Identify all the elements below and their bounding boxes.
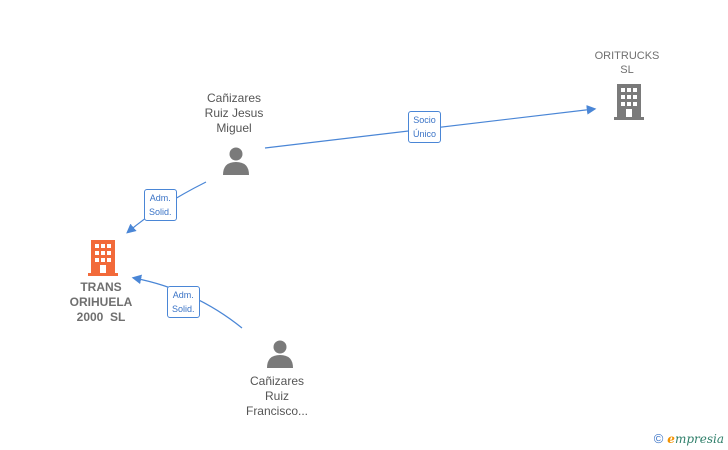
edge-badge-line-2: Único [413, 129, 437, 139]
building-icon[interactable] [88, 240, 118, 276]
brand-initial: e [667, 431, 675, 446]
copyright-icon: © [653, 431, 664, 446]
person-francisco-line-2: Ruiz [264, 389, 289, 403]
copyright-brand: © empresia [654, 431, 724, 446]
brand-name: mpresia [674, 431, 724, 446]
person-icon[interactable] [221, 146, 251, 176]
company-trans-line-2: ORIHUELA [69, 295, 133, 309]
brand-logo: empresia [667, 432, 724, 446]
edge-badge-adm-solid-francisco[interactable]: Adm. Solid. [167, 286, 200, 318]
edge-badge-line-1: Socio [413, 115, 436, 125]
person-jesus-line-3: Miguel [216, 121, 252, 135]
person-jesus-label[interactable]: Cañizares Ruiz Jesus Miguel [184, 91, 284, 136]
building-icon[interactable] [614, 84, 644, 120]
person-jesus-line-1: Cañizares [206, 91, 262, 105]
company-trans-line-1: TRANS [80, 280, 122, 294]
edge-badge-socio-unico[interactable]: Socio Único [408, 111, 442, 143]
company-oritrucks-line-1: ORITRUCKS [594, 50, 660, 62]
edge-badge-line-1: Adm. [149, 193, 171, 203]
person-francisco-line-1: Cañizares [249, 374, 305, 388]
company-oritrucks-label[interactable]: ORITRUCKS SL [577, 49, 677, 77]
edge-badge-line-2: Solid. [149, 207, 172, 217]
person-francisco-line-3: Francisco... [245, 404, 308, 418]
company-trans-line-3: 2000 SL [76, 310, 126, 324]
person-francisco-label[interactable]: Cañizares Ruiz Francisco... [227, 374, 327, 419]
person-jesus-line-2: Ruiz Jesus [204, 106, 264, 120]
company-trans-label[interactable]: TRANS ORIHUELA 2000 SL [51, 280, 151, 325]
company-oritrucks-line-2: SL [620, 64, 634, 76]
edge-badge-adm-solid-jesus[interactable]: Adm. Solid. [144, 189, 177, 221]
person-icon[interactable] [265, 339, 295, 369]
edge-badge-line-1: Adm. [172, 290, 194, 300]
edge-badge-line-2: Solid. [172, 304, 195, 314]
